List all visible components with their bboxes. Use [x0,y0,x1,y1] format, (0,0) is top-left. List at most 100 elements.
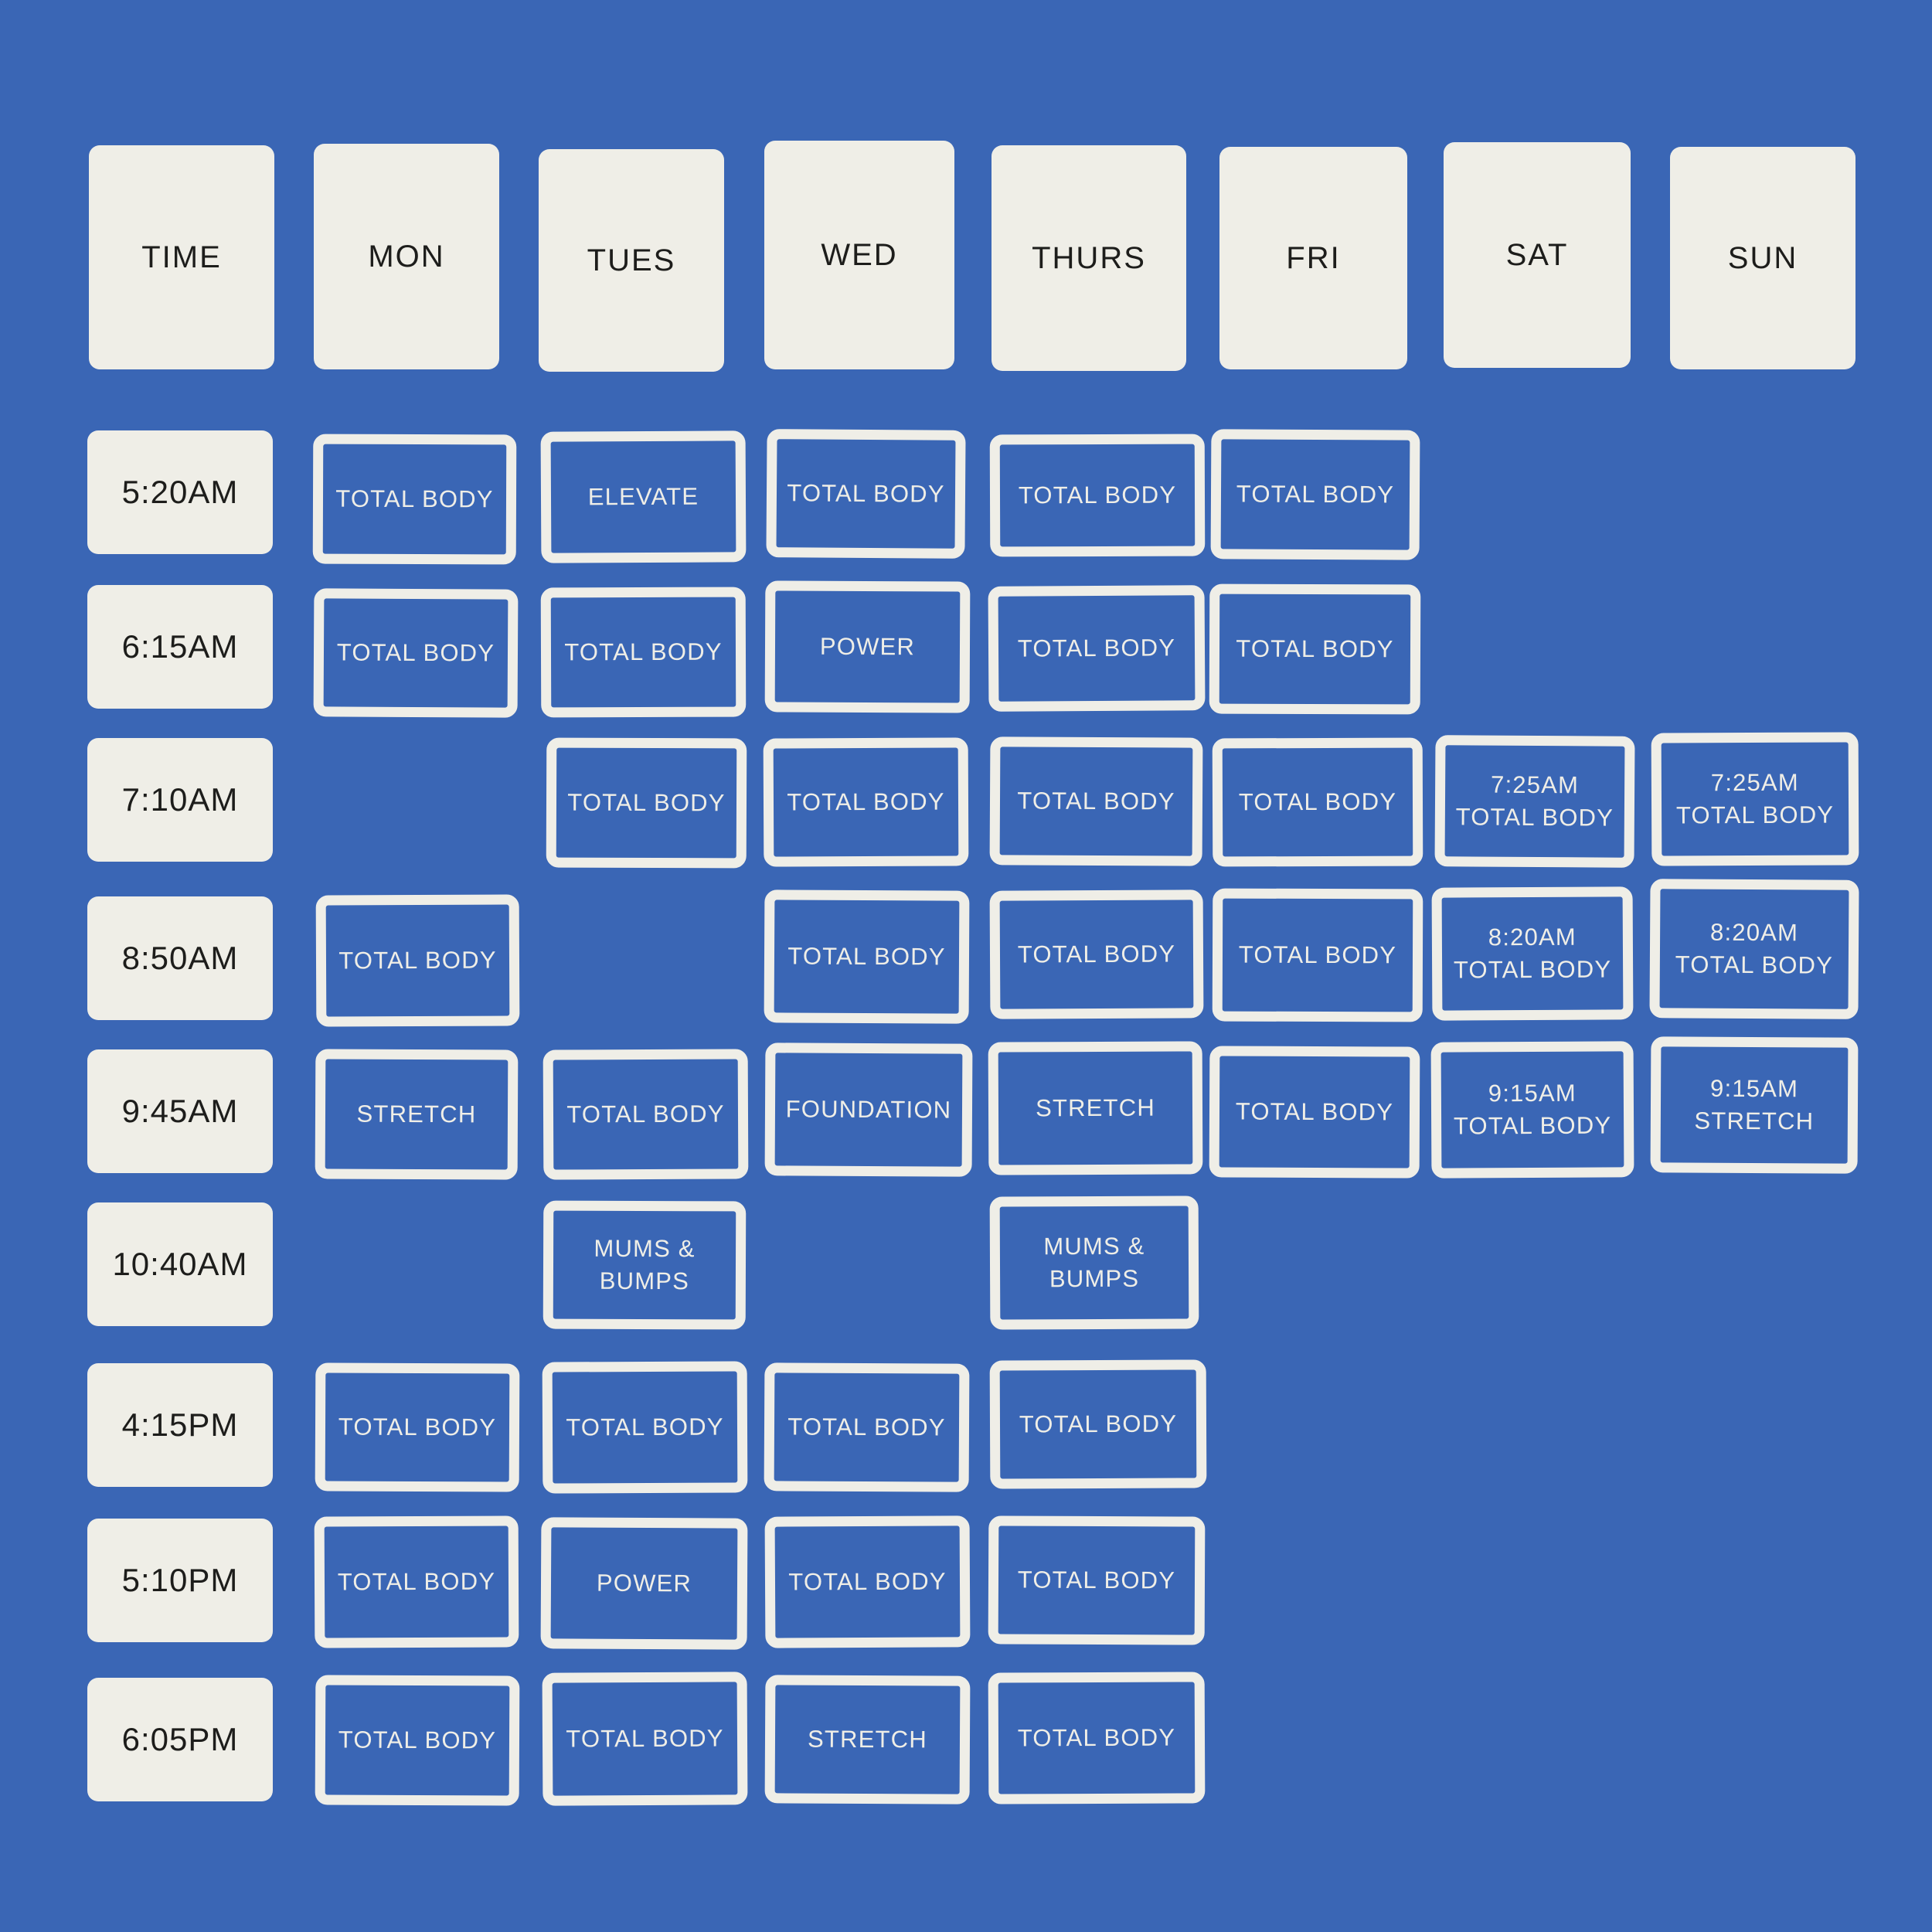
class-cell[interactable]: 9:15AM STRETCH [1650,1036,1859,1174]
class-cell-name: TOTAL BODY [338,1413,497,1441]
class-cell-name: TOTAL BODY [1017,940,1176,968]
class-cell-name: MUMS &BUMPS [594,1234,696,1295]
class-cell-name: TOTAL BODY [335,485,494,513]
class-cell-name: TOTAL BODY [1019,1410,1178,1438]
class-cell[interactable]: MUMS &BUMPS [989,1196,1199,1330]
class-cell-name: ELEVATE [587,482,699,511]
time-slot-label: 4:15PM [87,1363,273,1487]
class-cell[interactable]: TOTAL BODY [766,429,966,559]
class-cell[interactable]: STRETCH [764,1675,971,1804]
class-cell[interactable]: TOTAL BODY [315,894,520,1027]
class-cell-name: POWER [596,1569,692,1597]
class-cell-name: TOTAL BODY [566,1100,725,1128]
class-cell[interactable]: 8:20AM TOTAL BODY [1649,879,1859,1019]
class-cell-name: TOTAL BODY [1238,787,1397,816]
class-cell[interactable]: TOTAL BODY [543,1049,749,1180]
class-cell[interactable]: 8:20AM TOTAL BODY [1431,886,1634,1021]
class-cell[interactable]: TOTAL BODY [542,1361,748,1494]
class-cell[interactable]: TOTAL BODY [764,1515,971,1648]
class-cell-name: TOTAL BODY [1017,1723,1176,1752]
class-cell[interactable]: POWER [540,1517,748,1650]
header-day-wed: WED [764,141,954,369]
class-cell-name: TOTAL BODY [1018,481,1177,509]
class-cell-name: STRETCH [356,1100,477,1128]
class-cell-time: 7:25AM [1710,768,1799,797]
class-cell-name: TOTAL BODY [1453,1111,1612,1140]
header-day-sat: SAT [1444,142,1631,368]
class-cell-name: TOTAL BODY [788,1567,947,1596]
class-cell[interactable]: TOTAL BODY [989,736,1203,866]
class-cell[interactable]: TOTAL BODY [1212,737,1423,867]
class-cell-name: TOTAL BODY [787,479,945,508]
class-cell[interactable]: STRETCH [988,1041,1203,1175]
time-slot-label: 5:20AM [87,430,273,554]
class-cell-name: TOTAL BODY [1675,801,1835,829]
time-slot-label: 6:05PM [87,1678,273,1801]
class-cell[interactable]: STRETCH [315,1049,519,1180]
class-cell-time: 9:15AM [1709,1074,1799,1103]
class-cell-name: TOTAL BODY [1017,1566,1176,1594]
class-cell[interactable]: TOTAL BODY [540,587,747,718]
class-cell[interactable]: TOTAL BODY [1212,888,1423,1022]
class-cell-name: POWER [819,632,916,661]
class-cell[interactable]: TOTAL BODY [314,1515,519,1648]
class-cell-name: STRETCH [1036,1094,1155,1122]
time-slot-label: 7:10AM [87,738,273,862]
class-cell[interactable]: TOTAL BODY [546,737,747,869]
class-cell[interactable]: TOTAL BODY [989,434,1206,557]
class-cell[interactable]: 7:25AM TOTAL BODY [1651,732,1859,866]
class-cell-name: TOTAL BODY [564,638,723,666]
class-cell[interactable]: TOTAL BODY [315,1362,520,1492]
time-slot-label: 6:15AM [87,585,273,709]
header-day-thurs: THURS [992,145,1186,371]
header-day-sun: SUN [1670,147,1855,369]
class-cell-time: 9:15AM [1488,1079,1577,1107]
class-cell[interactable]: TOTAL BODY [764,889,970,1024]
class-cell-name: TOTAL BODY [1017,787,1175,815]
header-day-mon: MON [314,144,499,369]
class-cell-name: TOTAL BODY [787,1413,946,1441]
class-cell[interactable]: TOTAL BODY [1209,1046,1420,1179]
class-cell[interactable]: POWER [764,580,971,713]
class-cell[interactable]: TOTAL BODY [1209,583,1421,715]
class-cell-time: 8:20AM [1709,918,1799,947]
class-cell[interactable]: TOTAL BODY [988,585,1206,712]
class-cell[interactable]: ELEVATE [540,430,747,563]
time-slot-label: 10:40AM [87,1202,273,1326]
class-cell[interactable]: TOTAL BODY [763,737,969,867]
class-cell-name: STRETCH [1694,1107,1815,1135]
class-cell[interactable]: TOTAL BODY [989,889,1204,1019]
class-cell-name: TOTAL BODY [1235,1097,1394,1126]
header-day-fri: FRI [1219,147,1407,369]
class-cell[interactable]: TOTAL BODY [313,588,519,718]
class-cell-name: TOTAL BODY [566,1724,724,1753]
class-cell[interactable]: TOTAL BODY [989,1359,1207,1489]
class-cell-name: TOTAL BODY [336,638,495,667]
class-cell-name: TOTAL BODY [1017,634,1176,662]
class-cell[interactable]: TOTAL BODY [764,1362,970,1492]
class-cell-name: TOTAL BODY [1453,955,1612,984]
class-cell-name: TOTAL BODY [1238,940,1397,969]
time-slot-label: 5:10PM [87,1519,273,1642]
class-cell[interactable]: TOTAL BODY [988,1515,1206,1645]
class-cell-name: TOTAL BODY [1236,634,1394,663]
class-cell-name: TOTAL BODY [787,787,945,816]
class-cell-name: FOUNDATION [785,1095,952,1124]
class-cell[interactable]: TOTAL BODY [542,1672,748,1806]
class-cell[interactable]: TOTAL BODY [988,1672,1206,1804]
class-cell[interactable]: FOUNDATION [764,1043,973,1177]
class-cell[interactable]: 9:15AM TOTAL BODY [1430,1041,1634,1179]
class-cell[interactable]: TOTAL BODY [1210,429,1420,560]
class-cell[interactable]: TOTAL BODY [315,1675,520,1806]
class-cell-name: TOTAL BODY [566,1413,724,1441]
class-cell-time: 8:20AM [1488,923,1577,951]
class-cell-name: TOTAL BODY [1675,951,1834,979]
class-cell[interactable]: TOTAL BODY [312,434,517,565]
class-cell-name: TOTAL BODY [1455,803,1614,832]
class-cell[interactable]: MUMS &BUMPS [543,1200,747,1330]
class-cell-name: TOTAL BODY [338,1726,497,1754]
class-cell-name: STRETCH [808,1725,927,1753]
class-cell-name: TOTAL BODY [338,946,497,975]
